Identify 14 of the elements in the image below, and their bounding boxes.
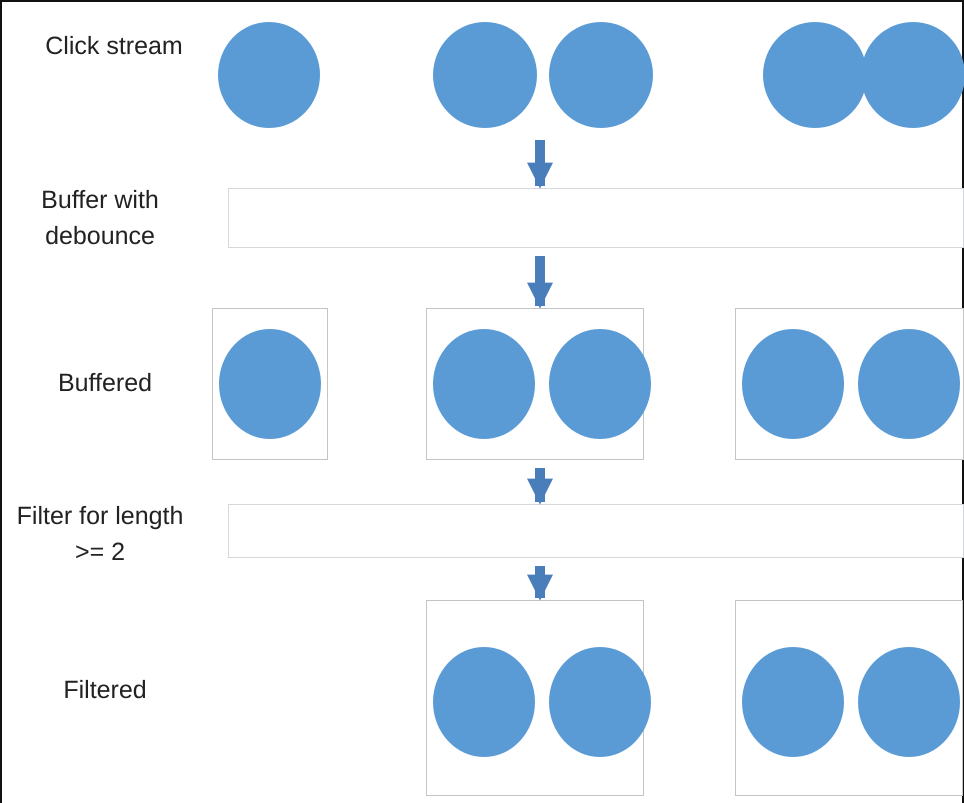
arrow <box>527 140 553 189</box>
process-bar <box>228 504 964 558</box>
row-label: Buffer with debounce <box>40 185 160 252</box>
row-label: Click stream <box>44 31 184 62</box>
row-label: Filtered <box>62 675 148 706</box>
group-box <box>735 600 963 796</box>
arrow <box>527 566 553 601</box>
group-box <box>212 308 328 460</box>
arrow <box>527 256 553 309</box>
group-box <box>735 308 964 460</box>
arrow <box>527 468 553 505</box>
process-bar <box>228 188 964 248</box>
row-label: Filter for length >= 2 <box>16 501 184 568</box>
row-label: Buffered <box>56 368 154 399</box>
